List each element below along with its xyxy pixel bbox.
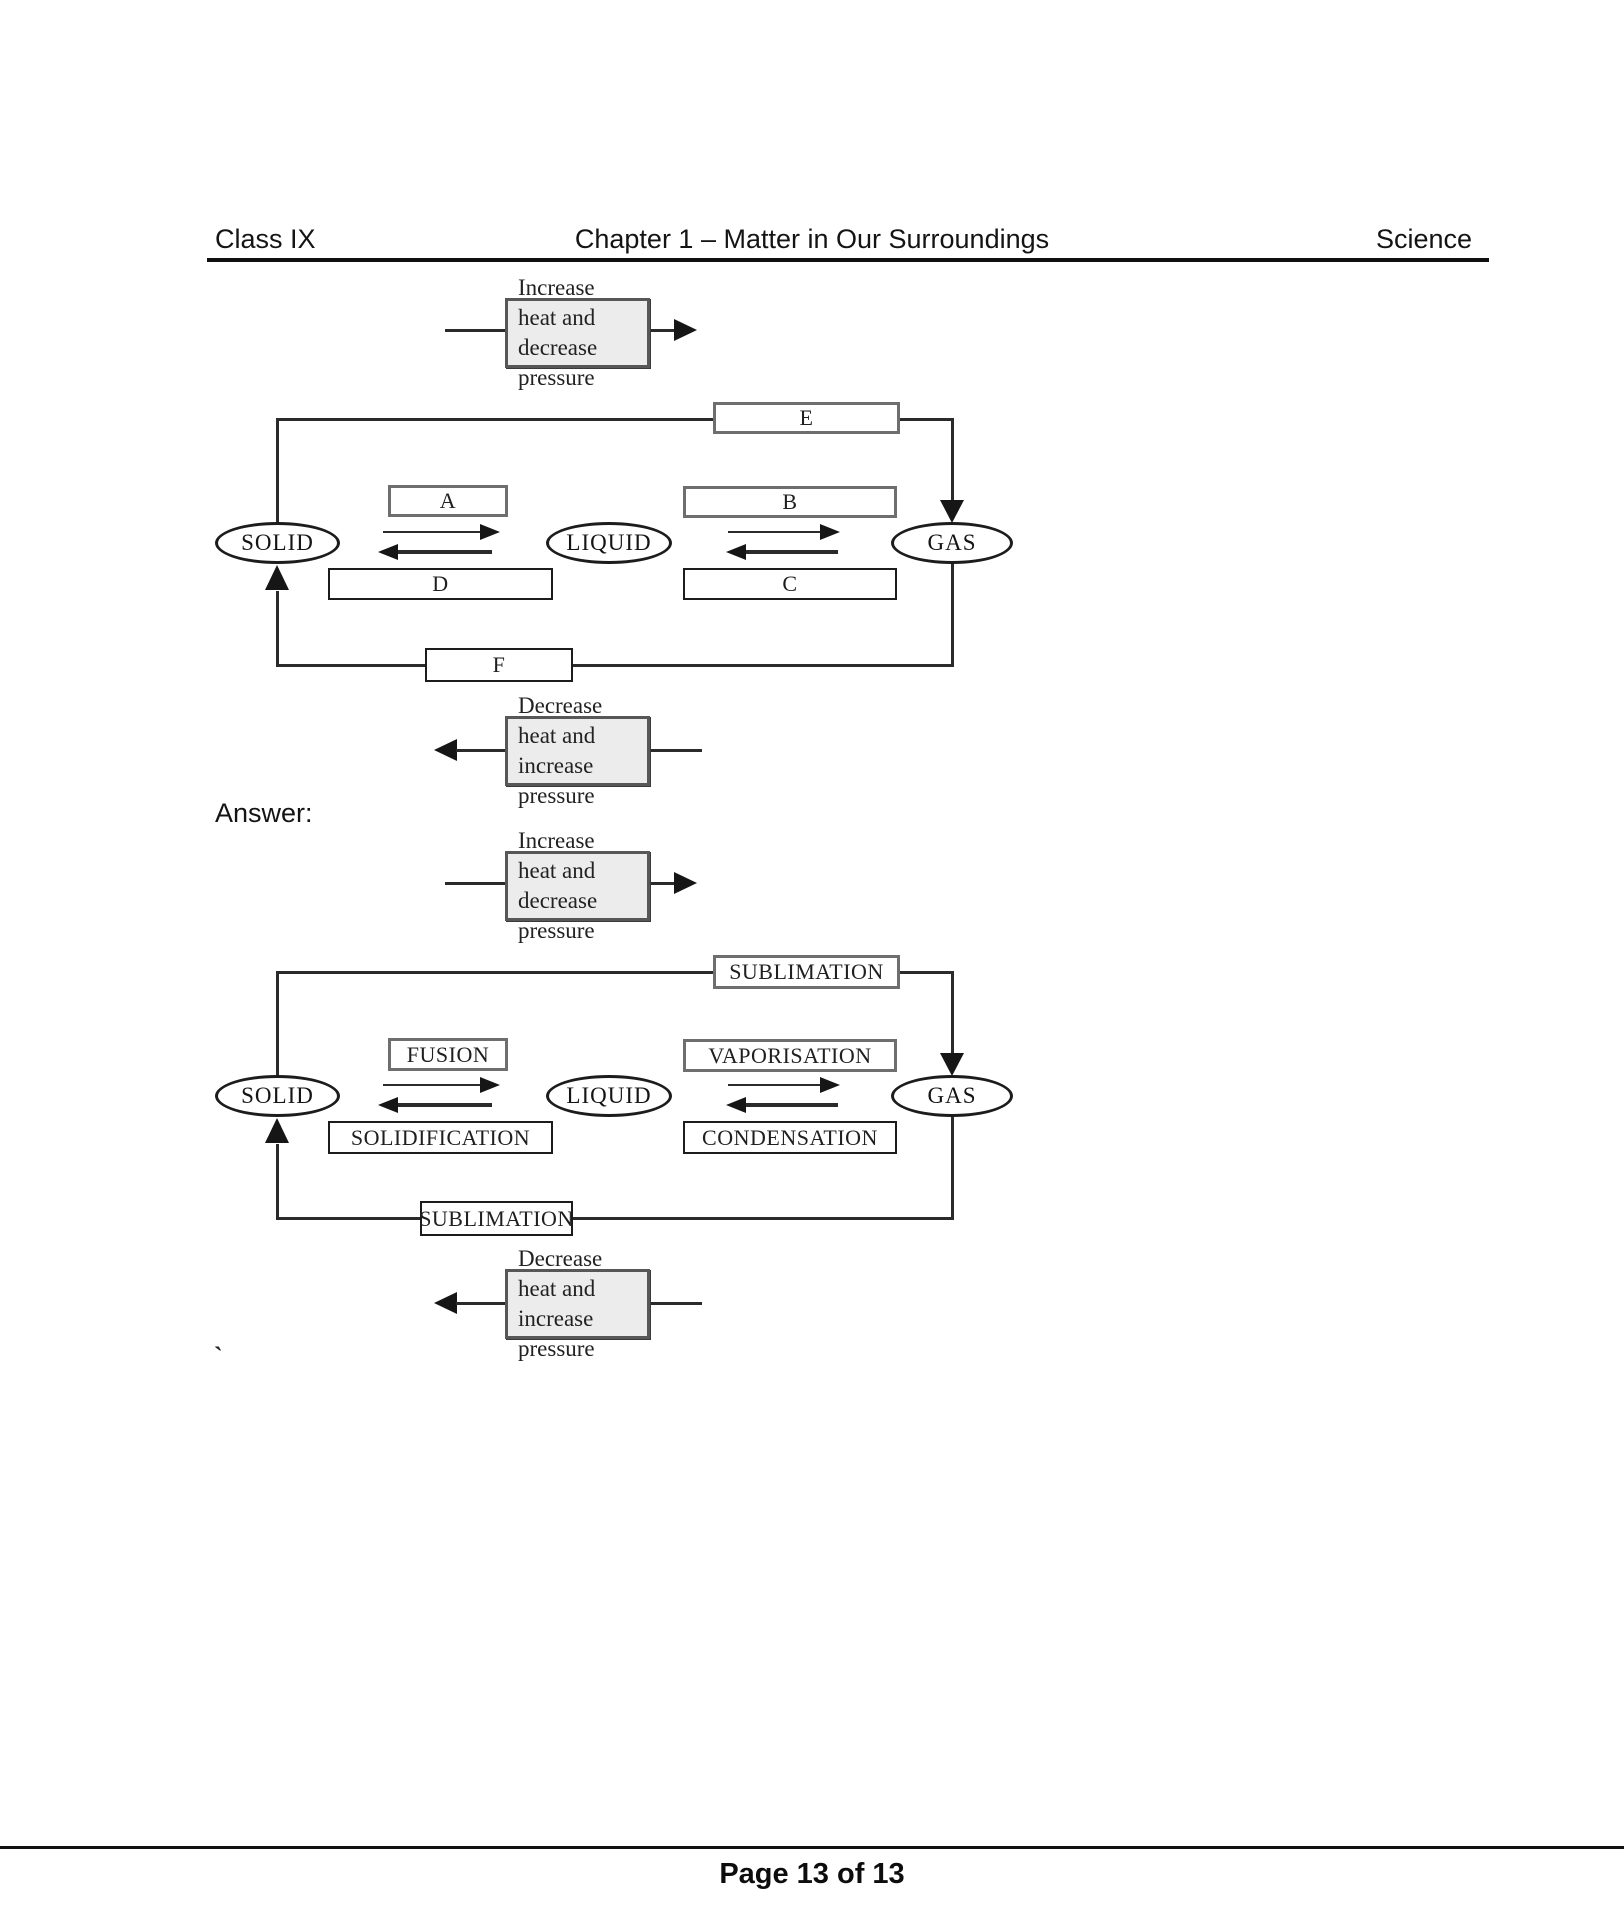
decrease-heat-box: Decrease heat and increase pressure <box>505 1246 650 1361</box>
transition-box-bottom: F <box>425 648 573 682</box>
decrease-heat-text-line2: increase pressure <box>518 1306 595 1361</box>
state-solid: SOLID <box>215 522 340 564</box>
state-gas: GAS <box>891 522 1013 564</box>
flow-line <box>445 329 507 332</box>
decrease-heat-text-line1: Decrease heat and <box>518 693 603 749</box>
state-solid: SOLID <box>215 1075 340 1117</box>
answer-diagram: Increase heat and decrease pressure SUBL… <box>0 828 1100 1361</box>
down-arrowhead-icon <box>940 500 964 523</box>
increase-heat-text-line1: Increase heat and <box>518 828 596 884</box>
left-arrowhead-icon <box>726 1097 746 1113</box>
loop-line-bottom <box>276 1217 954 1220</box>
transition-box-liquid-gas: VAPORISATION <box>683 1039 897 1072</box>
reverse-arrow-line <box>398 550 492 554</box>
flow-line <box>456 749 506 752</box>
flow-line <box>648 882 676 885</box>
answer-label: Answer: <box>215 798 313 828</box>
transition-box-gas-liquid: CONDENSATION <box>683 1121 897 1154</box>
right-arrowhead-icon <box>674 872 697 894</box>
transition-box-bottom: SUBLIMATION <box>419 1201 573 1236</box>
right-arrowhead-icon <box>820 524 840 540</box>
transition-box-solid-liquid: A <box>388 485 508 517</box>
down-arrowhead-icon <box>940 1053 964 1076</box>
flow-line <box>648 1302 702 1305</box>
loop-line-right-lower <box>951 1115 954 1220</box>
forward-arrow-line <box>383 1084 481 1086</box>
increase-heat-text-line2: decrease pressure <box>518 335 598 390</box>
loop-line-left-upper <box>276 971 279 1077</box>
reverse-arrow-line <box>746 1103 838 1107</box>
forward-arrow-line <box>728 1084 822 1086</box>
decrease-heat-box: Decrease heat and increase pressure <box>505 693 650 808</box>
transition-box-liquid-solid: D <box>328 568 553 600</box>
stray-mark: ` <box>214 1342 223 1371</box>
right-arrowhead-icon <box>820 1077 840 1093</box>
transition-box-liquid-solid: SOLIDIFICATION <box>328 1121 553 1154</box>
transition-box-solid-liquid: FUSION <box>388 1038 508 1071</box>
loop-line-top <box>276 971 954 974</box>
state-liquid: LIQUID <box>546 522 672 564</box>
left-arrowhead-icon <box>378 1097 398 1113</box>
flow-line <box>648 329 676 332</box>
header-subject: Science <box>1375 224 1472 254</box>
reverse-arrow-line <box>398 1103 492 1107</box>
loop-line-left-upper <box>276 418 279 524</box>
forward-arrow-line <box>383 531 481 533</box>
transition-box-liquid-gas: B <box>683 486 897 518</box>
right-arrowhead-icon <box>480 524 500 540</box>
loop-line-right-upper <box>951 418 954 503</box>
question-diagram: Increase heat and decrease pressure E SO… <box>0 275 1100 808</box>
right-arrowhead-icon <box>480 1077 500 1093</box>
header-underline <box>207 258 1489 262</box>
up-arrowhead-icon <box>265 1118 289 1143</box>
left-arrowhead-icon <box>378 544 398 560</box>
left-arrowhead-icon <box>434 739 457 761</box>
left-arrowhead-icon <box>726 544 746 560</box>
flow-line <box>648 749 702 752</box>
header-chapter-title: Chapter 1 – Matter in Our Surroundings <box>574 224 1050 254</box>
loop-line-left-lower <box>276 1144 279 1219</box>
loop-line-top <box>276 418 954 421</box>
loop-line-right-upper <box>951 971 954 1056</box>
loop-line-bottom <box>276 664 954 667</box>
transition-box-top: SUBLIMATION <box>713 955 900 989</box>
loop-line-right-lower <box>951 562 954 667</box>
reverse-arrow-line <box>746 550 838 554</box>
left-arrowhead-icon <box>434 1292 457 1314</box>
footer-page-label: Page 13 of 13 <box>719 1858 905 1890</box>
up-arrowhead-icon <box>265 565 289 590</box>
increase-heat-text-line1: Increase heat and <box>518 275 596 331</box>
loop-line-left-lower <box>276 591 279 666</box>
footer-rule <box>0 1846 1624 1849</box>
flow-line <box>445 882 507 885</box>
decrease-heat-text-line1: Decrease heat and <box>518 1246 603 1302</box>
increase-heat-box: Increase heat and decrease pressure <box>505 275 650 390</box>
state-gas: GAS <box>891 1075 1013 1117</box>
forward-arrow-line <box>728 531 822 533</box>
right-arrowhead-icon <box>674 319 697 341</box>
header-class-label: Class IX <box>215 224 316 254</box>
transition-box-gas-liquid: C <box>683 568 897 600</box>
increase-heat-text-line2: decrease pressure <box>518 888 598 943</box>
transition-box-top: E <box>713 402 900 434</box>
decrease-heat-text-line2: increase pressure <box>518 753 595 808</box>
increase-heat-box: Increase heat and decrease pressure <box>505 828 650 943</box>
state-liquid: LIQUID <box>546 1075 672 1117</box>
flow-line <box>456 1302 506 1305</box>
